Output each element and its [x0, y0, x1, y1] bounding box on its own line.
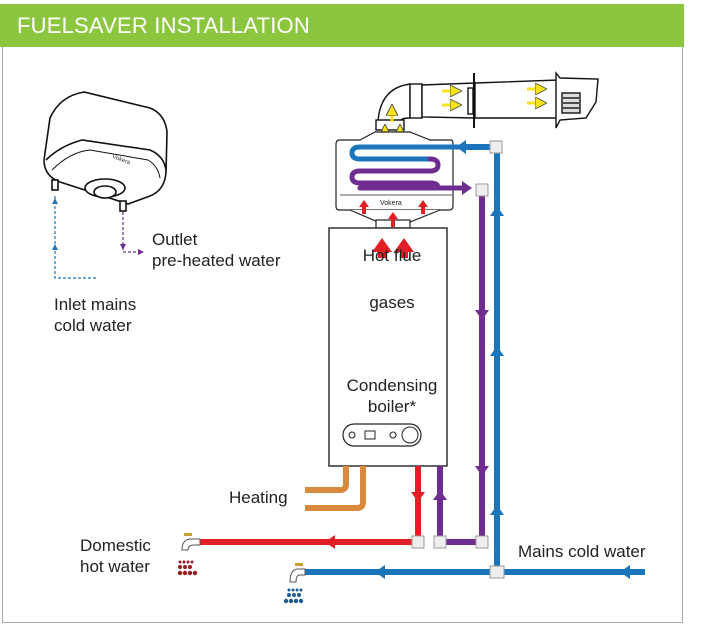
hot-flue-label-2: gases — [369, 293, 414, 312]
outlet-dashed-line — [120, 212, 144, 255]
mains-cold-water-label: Mains cold water — [518, 542, 646, 561]
diagram-frame — [2, 47, 683, 623]
flue-pipe — [375, 71, 599, 131]
dhw-label-1: Domestic — [80, 536, 151, 555]
hot-flue-label-1: Hot flue — [363, 246, 422, 265]
outlet-label-2: pre-heated water — [152, 251, 281, 270]
dhw-label-2: hot water — [80, 557, 150, 576]
outlet-label-1: Outlet — [152, 230, 198, 249]
flow-arrows — [325, 140, 630, 579]
inlet-label-2: cold water — [54, 316, 132, 335]
boiler-label-2: boiler* — [368, 397, 417, 416]
exchanger-brand-text: Vokera — [380, 200, 402, 207]
fuelsaver-unit: Vokera — [43, 91, 168, 212]
pipe-fittings — [411, 140, 505, 579]
exchanger-coil — [349, 144, 468, 191]
inlet-dashed-line — [52, 196, 96, 279]
hot-tap — [177, 533, 201, 576]
heating-label: Heating — [229, 488, 288, 507]
hot-gas-arrows-small — [359, 200, 428, 227]
preheated-pipe — [437, 190, 485, 545]
heating-pipes — [305, 466, 366, 511]
inlet-label-1: Inlet mains — [54, 295, 136, 314]
boiler-control-panel — [342, 423, 422, 447]
page-title: FUELSAVER INSTALLATION — [17, 13, 310, 38]
header-bar: FUELSAVER INSTALLATION — [0, 4, 684, 47]
boiler-label-1: Condensing — [347, 376, 438, 395]
cold-tap — [283, 563, 306, 604]
condensing-boiler — [328, 227, 448, 467]
